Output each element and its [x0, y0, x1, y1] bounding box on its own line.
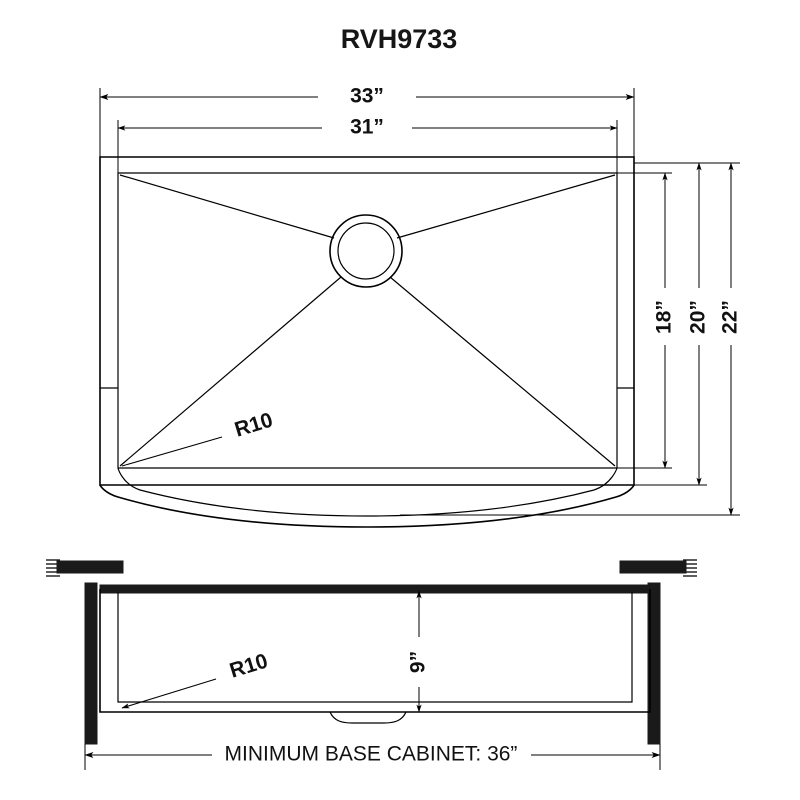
- dimension-overall-width: 33”: [99, 85, 635, 157]
- dimension-basin-height: 9”: [407, 590, 430, 713]
- sink-outer-rim: [99, 156, 635, 486]
- cabinet-wall-left: [84, 582, 98, 745]
- base-cabinet-caption: MINIMUM BASE CABINET: 36”: [225, 743, 518, 766]
- radius-callout-front-view: R10: [121, 649, 271, 709]
- sink-top-rail: [99, 584, 651, 594]
- dimension-base-cabinet: MINIMUM BASE CABINET: 36”: [84, 743, 661, 770]
- basin-fold-lines: [119, 174, 616, 467]
- dimension-label-22in: 22”: [719, 300, 742, 334]
- top-view-group: R10 33” 31”: [99, 85, 742, 528]
- dimension-label-18in: 18”: [653, 300, 676, 334]
- dimension-basin-width: 31”: [117, 116, 618, 173]
- countertop-hatch-right: [683, 559, 697, 577]
- dimension-basin-depth: 18”: [617, 172, 676, 469]
- radius-label-top: R10: [232, 408, 276, 441]
- dimension-label-31in: 31”: [350, 116, 384, 139]
- radius-callout-top-view: R10: [121, 408, 276, 467]
- radius-leader-line-front: [121, 678, 217, 709]
- sink-inner-basin: [117, 172, 618, 469]
- page-title: RVH9733: [341, 24, 458, 54]
- drain-notch-front: [329, 711, 407, 724]
- apron-front-inner-curve: [117, 467, 618, 517]
- dimension-label-9in: 9”: [407, 651, 430, 673]
- radius-label-front: R10: [227, 649, 271, 682]
- drain-inner-circle: [337, 222, 395, 280]
- apron-front-curve: [99, 484, 635, 528]
- sink-basin-outline-front: [117, 592, 633, 703]
- dimension-label-20in: 20”: [687, 300, 710, 334]
- front-view-group: R10 9” MINIMUM BASE CABINET: 36”: [46, 559, 697, 770]
- countertop-slab-left: [56, 560, 124, 574]
- drain-outer-circle: [329, 214, 403, 288]
- countertop-slab-right: [619, 560, 687, 574]
- sink-body-outline-front: [99, 589, 651, 713]
- countertop-hatch-left: [46, 559, 60, 577]
- cabinet-wall-right: [647, 582, 661, 745]
- dimension-overall-depth: 22”: [400, 162, 742, 516]
- dimension-label-33in: 33”: [350, 85, 384, 108]
- radius-leader-line-top: [121, 436, 223, 467]
